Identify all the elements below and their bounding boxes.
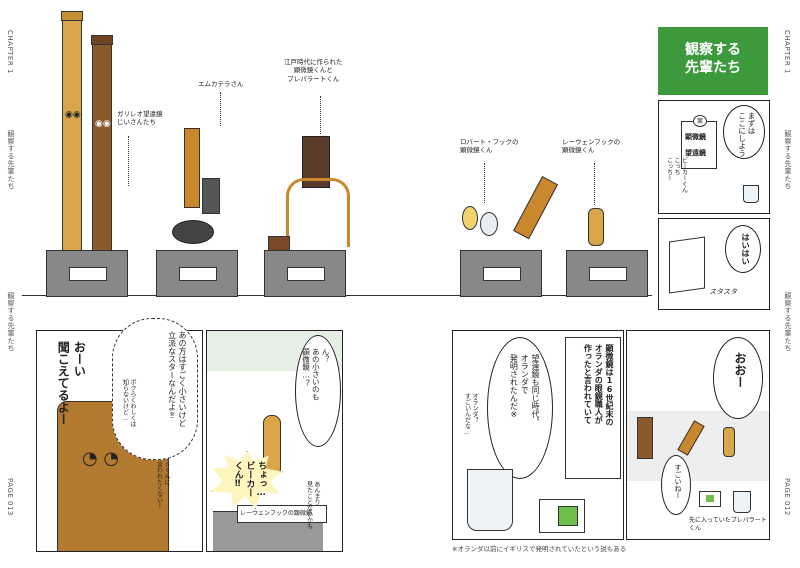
narration-r4: 顕微鏡は16世紀末の オランダの眼鏡職人が 作ったと言われていて [583, 344, 614, 426]
leeuwenhoek-pointer [594, 163, 595, 205]
panel-r2: はいはい スタスタ [658, 218, 770, 310]
pedestal-1 [46, 250, 128, 297]
direction-sign: 案 顕微鏡 望遠鏡 [681, 115, 717, 169]
exhibit-panel: ◉◉ ◉◉ ガリレオ望遠鏡 じいさんたち エムカテラさん 江戸時代に作られた 顕… [22, 8, 652, 308]
page-number-right: PAGE 012 [783, 478, 791, 516]
beaker-icon [743, 185, 759, 203]
bg-telescope [637, 417, 653, 459]
speech-bubble-r5: おおー [713, 337, 763, 419]
small-text-l1: ボクらくわしくは 知らないけど… [121, 379, 137, 427]
speech-l3: おーい 聞こえてるよー [56, 341, 87, 425]
panel-r3: 望遠鏡も同じ時代、 オランダで 発明されたんだ※ オランダ？ すごいんだな… 顕… [452, 330, 624, 540]
narration-box-r4: 顕微鏡は16世紀末の オランダの眼鏡職人が 作ったと言われていて [565, 337, 621, 479]
hooke-label: ロバート・フックの 顕微鏡くん [460, 138, 519, 155]
side-title-right-bottom: 観察する先輩たち [784, 292, 792, 352]
title-line-1: 観察する [685, 42, 741, 58]
amcutella-base [172, 220, 214, 244]
pedestal-5 [566, 250, 648, 297]
speech-l2: ん？ あの小さいのも 顕微鏡…？ [301, 348, 331, 401]
amcutella-pointer [220, 92, 221, 126]
speech-bubble-r1: まずは ここにしよう [723, 105, 765, 159]
cloud-bubble-l1: あの方はすごく小さいけど 立派なスターなんだよ‼ ボクらくわしくは 知らないけど… [112, 318, 198, 460]
panel-l2: レーウェンフックの顕微鏡 ん？ あの小さいのも 顕微鏡…？ あんまり 見たことな… [206, 330, 343, 552]
side-title-right-top: 観察する先輩たち [784, 130, 792, 190]
amcutella-label: エムカテラさん [198, 80, 244, 88]
title-panel-bg [658, 27, 768, 95]
edo-frame [286, 178, 350, 247]
hooke-microscope [513, 176, 559, 240]
speech-r5: おおー [733, 352, 747, 388]
title-panel-text: 観察する 先輩たち [658, 41, 768, 77]
sfx-r2: スタスタ [709, 288, 737, 296]
side-title-left-top: 観察する先輩たち [7, 130, 15, 190]
hooke-flask [480, 212, 498, 236]
sign-icon: 案 [693, 115, 707, 127]
beaker-small [733, 491, 751, 513]
pedestal-2 [156, 250, 238, 297]
speech-r2: はいはい [741, 233, 750, 265]
side-title-left-bottom: 観察する先輩たち [7, 292, 15, 352]
sign-line-1: 顕微鏡 [685, 133, 706, 141]
title-panel: 観察する 先輩たち [658, 27, 768, 95]
face-icon: ◔ ◔ [82, 448, 120, 469]
speech-r3: 望遠鏡も同じ時代、 オランダで 発明されたんだ※ [509, 354, 540, 426]
leeuwenhoek-microscope [588, 208, 604, 246]
edo-label: 江戸時代に作られた 顕微鏡くんと プレパラートくん [284, 58, 343, 83]
leeuwenhoek-label: レーウェンフックの 顕微鏡くん [562, 138, 621, 155]
speech-bubble-r2: はいはい [725, 225, 761, 273]
galileo-label: ガリレオ望遠鏡 じいさんたち [117, 110, 163, 127]
galileo-pointer [128, 136, 129, 186]
pedestal-4 [460, 250, 542, 297]
preparat-character [539, 499, 585, 533]
shout-l2: ちょっ… ビーカー くん‼ [232, 461, 267, 498]
beaker-character [467, 469, 513, 531]
chapter-marker-left: CHAPTER 1 [6, 30, 14, 74]
small-text-l2: あんまり 見たことないかも [305, 481, 321, 529]
panel-r5: おおー すごいねー 先に入っていたプレパラートくん [626, 330, 770, 540]
bg-leeuwenhoek [723, 427, 735, 457]
wall-board [669, 236, 705, 294]
plaque-closeup: レーウェンフックの顕微鏡 [237, 505, 327, 523]
small-speech-r5: すごいねー [674, 464, 682, 499]
panel-r1: まずは ここにしよう 案 顕微鏡 望遠鏡 ビーカーくん こっち こっちー [658, 100, 770, 214]
edo-pointer [320, 96, 321, 134]
speech-bubble-l2: ん？ あの小さいのも 顕微鏡…？ [295, 335, 341, 447]
galileo-telescope-short: ◉◉ [91, 35, 113, 258]
hooke-lamp [462, 206, 478, 230]
footnote: ※オランダ以前にイギリスで発明されていたという説もある [452, 545, 627, 553]
hooke-pointer [484, 163, 485, 203]
small-text-r3: オランダ？ すごいんだな… [463, 393, 479, 436]
pedestal-3 [264, 250, 346, 297]
galileo-telescope-tall: ◉◉ [61, 11, 83, 258]
title-line-2: 先輩たち [685, 60, 741, 77]
speech-bubble-r3: 望遠鏡も同じ時代、 オランダで 発明されたんだ※ [487, 337, 553, 479]
sign-line-2: 望遠鏡 [685, 149, 706, 157]
small-talk-r1: ビーカーくん こっち こっちー [665, 157, 688, 193]
speech-r1: まずは ここにしよう [737, 112, 756, 157]
caption-r5: 先に入っていたプレパラートくん [689, 517, 767, 532]
amcutella-stand [202, 178, 220, 214]
small-bubble-r5: すごいねー [661, 455, 691, 515]
preparat-small [699, 491, 721, 507]
page-number-left: PAGE 013 [6, 478, 14, 516]
chapter-marker-right: CHAPTER 1 [783, 30, 791, 74]
amcutella-microscope [184, 128, 200, 208]
cloud-text-l1: あの方はすごく小さいけど 立派なスターなんだよ‼ [167, 331, 187, 427]
